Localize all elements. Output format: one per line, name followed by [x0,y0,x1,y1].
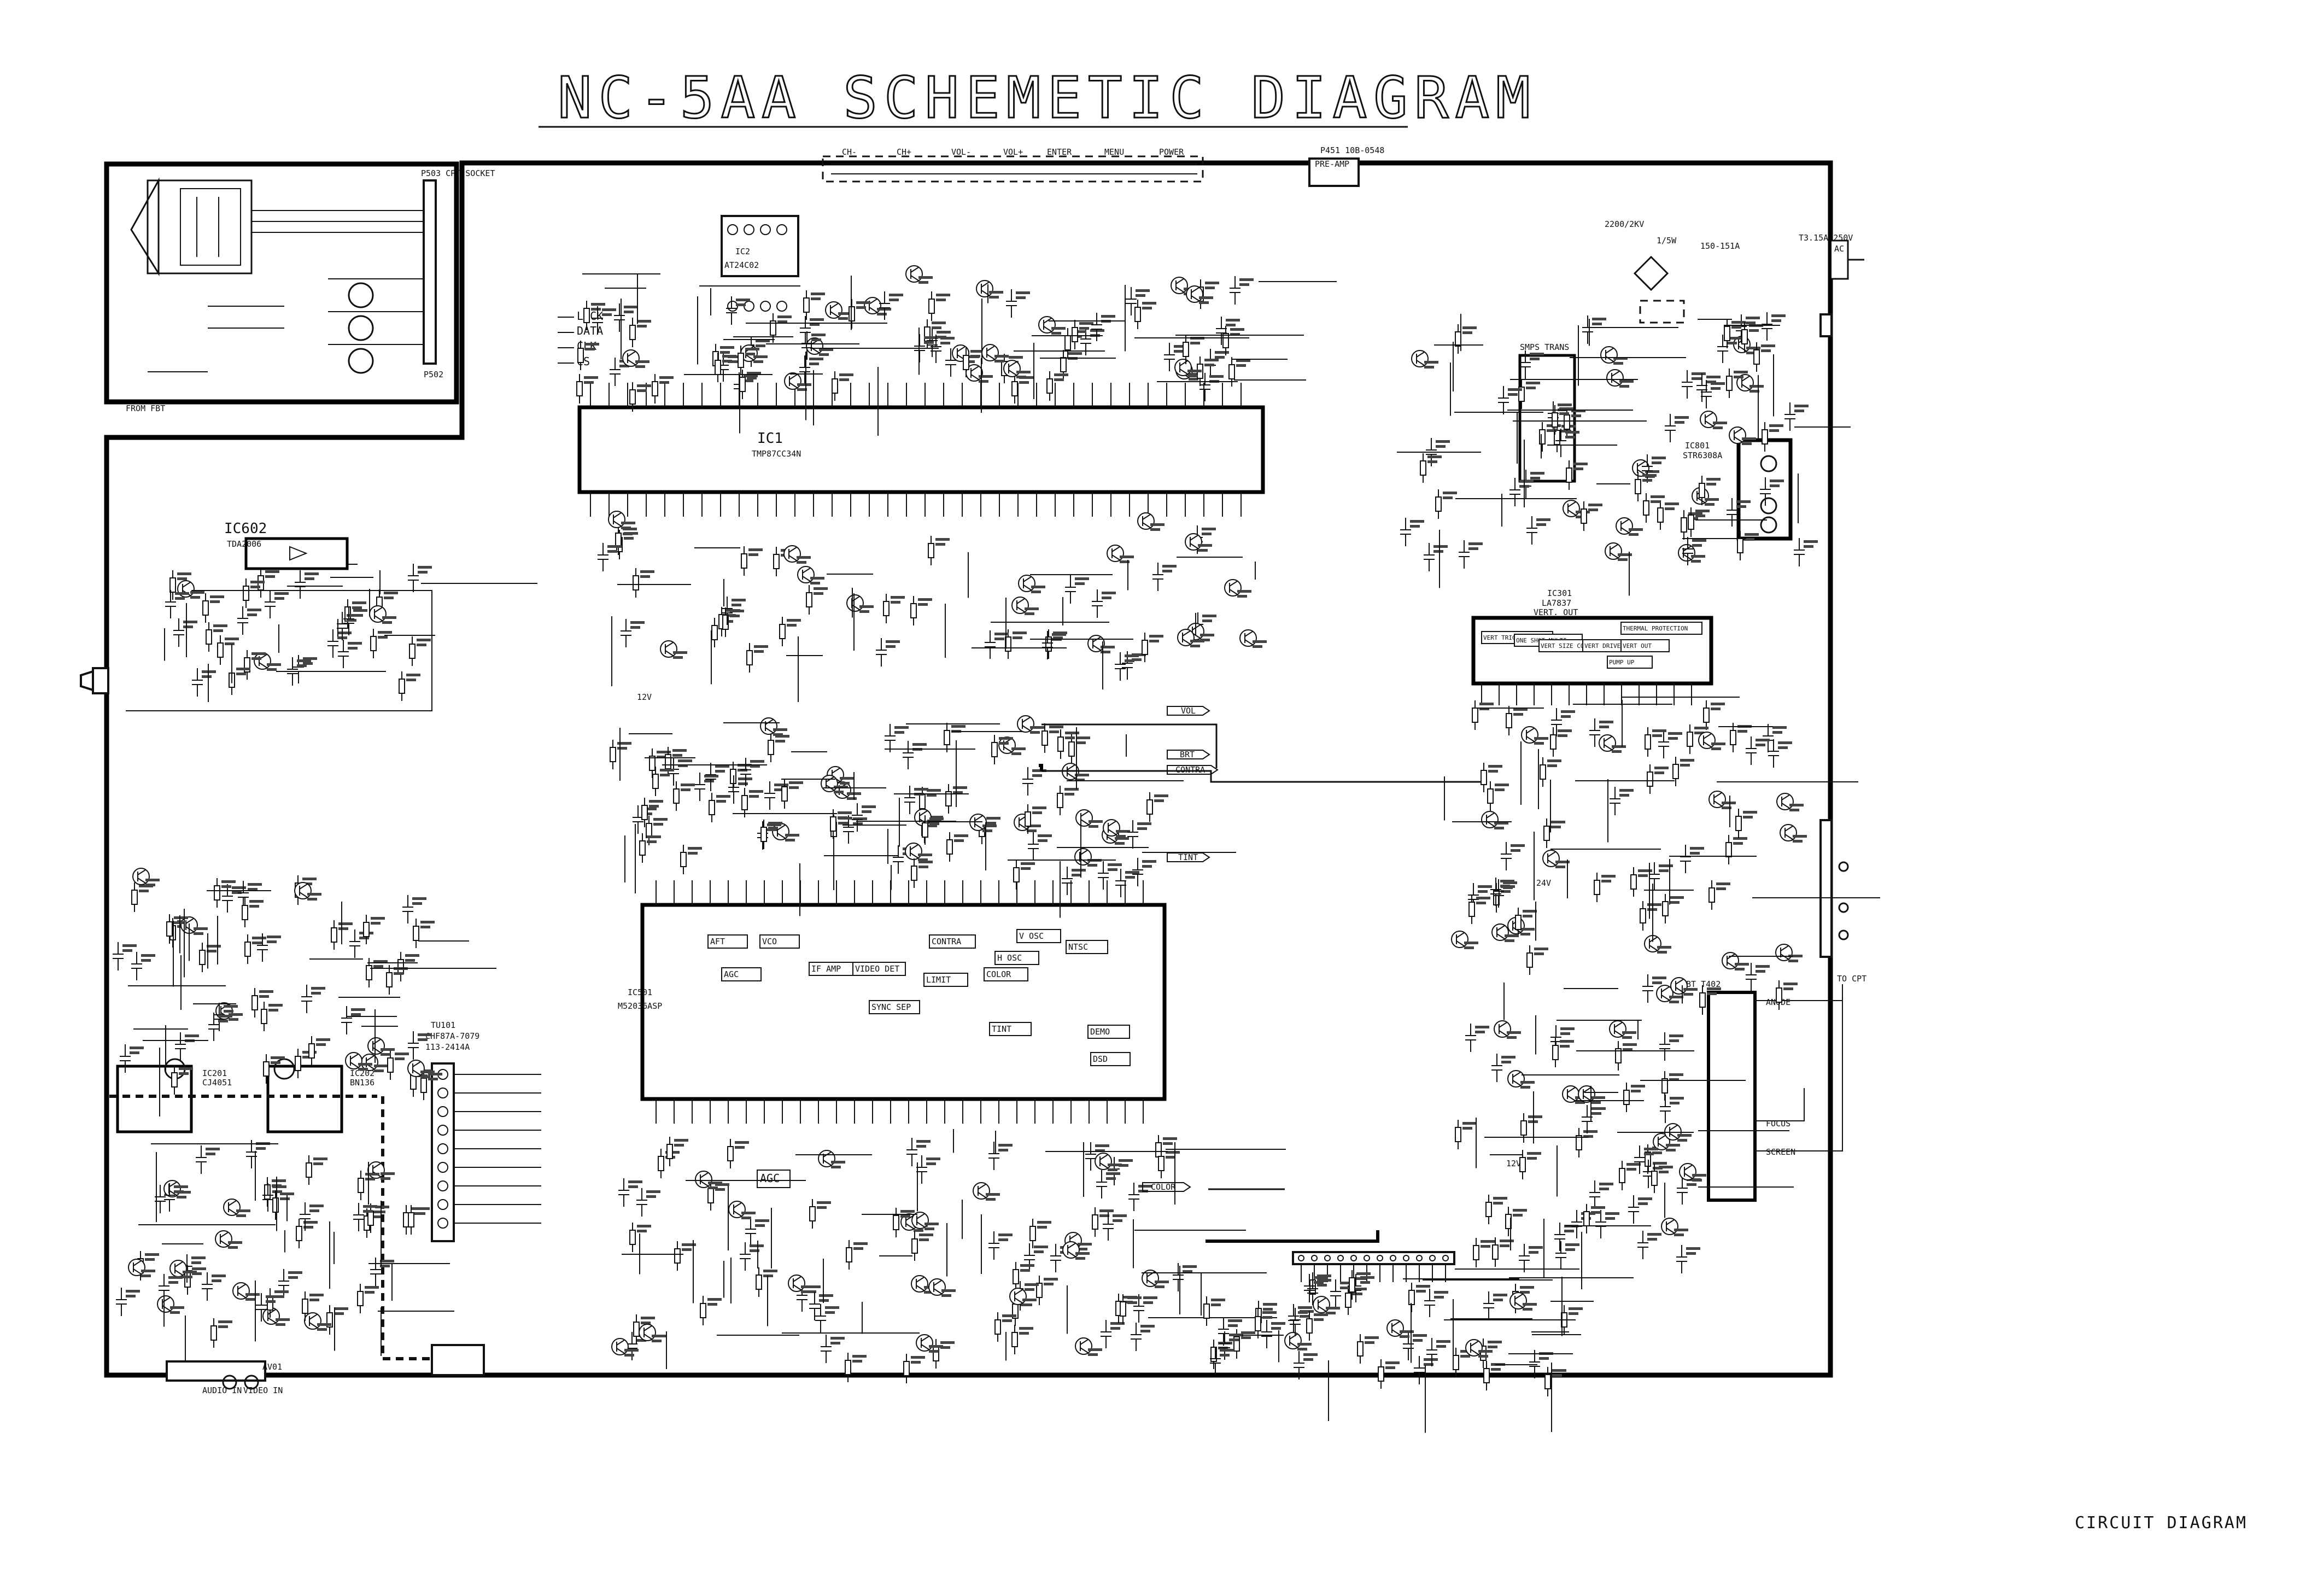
key-power: POWER [1159,147,1184,157]
ic1-mcu: IC1 TMP87CC34N [577,383,1265,517]
ic1-part: TMP87CC34N [752,449,801,459]
signal-12v: 12V [637,692,652,702]
ic501-block-4: AGC [724,969,739,979]
signal-vol: VOL [1181,706,1196,716]
ic301-block-6: THERMAL PROTECTION [1623,625,1688,632]
tuner-tu101: TU101 CHF87A-7079 113-2414A [425,1020,541,1242]
ic501-block-14: NTSC [1068,942,1088,952]
key-vol-up: VOL+ [1003,147,1023,157]
av-switch-section: IC201 CJ4051 IC202 BN136 [109,868,496,1380]
ic501-block-12: CONTRA [932,937,961,946]
ic301-block-5: PUMP UP [1609,659,1635,666]
ic2-name: IC2 [735,247,750,256]
ic501-jungle: IC501 M52036ASP AFT VCO IF AMP VIDEO DET AGC… [618,880,1167,1124]
bus-lock: LOCK [577,309,603,323]
ic501-block-0: AFT [710,937,725,946]
ic2-part: AT24C02 [724,260,759,270]
ic501-block-10: DSD [1093,1054,1108,1064]
ic501-part: M52036ASP [618,1001,662,1011]
ic801-name: IC801 [1685,441,1710,451]
focus-label: FOCUS [1766,1119,1790,1129]
ic801-part: STR6308A [1683,451,1722,460]
key-enter: ENTER [1047,147,1072,157]
audio-in-label: AUDIO IN [202,1385,242,1395]
ic602-audio: IC602 TDA2006 [126,521,432,711]
smps-trans-label: SMPS TRANS [1520,342,1569,352]
signal-color: COLOR [1151,1182,1176,1192]
jungle-periphery-components [610,715,1286,1383]
footer-caption: CIRCUIT DIAGRAM [2075,1513,2248,1533]
c801-value: 2200/2KV [1605,219,1644,229]
key-switch-row: CH- CH+ VOL- VOL+ ENTER MENU POWER [822,147,1204,183]
signal-tint: TINT [1178,852,1198,862]
signal-tags: VOL TINT CONTRA BRT COLOR AGC 12V 12V 24… [637,692,1551,1192]
signal-brt: BRT [1180,750,1195,759]
av01-label: AV01 [262,1362,282,1372]
ic501-block-1: VCO [762,937,777,946]
ic501-block-9: DEMO [1090,1027,1110,1037]
fbt-label: FBT T402 [1681,979,1721,989]
ic301-block-4: VERT OUT [1623,642,1652,650]
preamp-connector: P451 10B-0548 PRE-AMP [1308,145,1384,187]
deflection-section: FBT T402 ANODE FOCUS SCREEN TO CPT [1444,697,1880,1289]
l801-value: 150-151A [1700,241,1740,251]
tu101-part: CHF87A-7079 [425,1031,479,1041]
ic202-part: BN136 [350,1078,375,1088]
ac-label: AC [1834,244,1844,254]
ic201-name: IC201 [202,1068,227,1078]
ic301-sub: VERT. OUT [1534,607,1578,617]
ic301-part: LA7837 [1542,598,1571,608]
fuse-rating: T3.15A/250V [1799,233,1853,243]
video-in-label: VIDEO IN [243,1385,283,1395]
crt-socket-detail: FROM FBT P503 CPT SOCKET P502 [126,168,495,413]
av-input-jacks: AV01 AUDIO IN VIDEO IN [166,1344,485,1395]
signal-rails [1039,723,1487,1243]
tu101-label: TU101 [431,1020,455,1030]
ic501-block-6: H OSC [997,953,1022,963]
ic501-block-7: V OSC [1019,931,1044,941]
main-board-frame [104,160,1833,1378]
key-ch-down: CH- [842,147,857,157]
ic602-part: TDA2006 [227,539,261,549]
preamp-label: PRE-AMP [1315,159,1349,169]
key-vol-down: VOL- [951,147,971,157]
power-supply-section: IC801 STR6308A SMPS TRANS AC T3.15A/250V… [1397,219,1864,596]
ic501-block-8: COLOR [986,969,1011,979]
signal-24v: 24V [1536,878,1551,888]
mcu-periphery-components [164,265,1337,702]
signal-agc: AGC [760,1172,780,1185]
ic301-name: IC301 [1547,588,1572,598]
ic1-name: IC1 [757,430,783,447]
bus-data: DATA [577,324,603,337]
screen-label: SCREEN [1766,1147,1795,1157]
from-fbt-label: FROM FBT [126,404,165,413]
ic501-block-11: LIMIT [926,975,951,985]
tu101-sub: 113-2414A [425,1042,470,1052]
ic501-block-13: TINT [992,1024,1011,1034]
ic301-block-3: VERT DRIVE [1584,642,1620,650]
ic602-name: IC602 [224,521,267,537]
signal-12v-right: 12V [1506,1159,1521,1168]
crt-socket-board [104,161,459,405]
p503-label: P503 CPT SOCKET [421,168,495,178]
p451-label: P451 10B-0548 [1320,145,1384,155]
ic501-name: IC501 [628,987,652,997]
key-ch-up: CH+ [897,147,911,157]
p502-label: P502 [424,370,443,379]
key-menu: MENU [1104,147,1124,157]
ic201-part: CJ4051 [202,1078,232,1088]
bottom-connector-strip [1292,1251,1455,1282]
r801-value: 1/5W [1657,236,1677,245]
ic501-block-3: VIDEO DET [855,964,899,974]
signal-contra: CONTRA [1175,765,1205,775]
diagram-title: NC-5AA SCHEMETIC DIAGRAM [558,65,1537,131]
ic2-eeprom: IC2 AT24C02 [721,215,799,312]
ic501-block-5: SYNC SEP [871,1002,911,1012]
to-cpt-label: TO CPT [1837,974,1866,984]
rgb-drive-components [1201,1268,1634,1433]
ic501-block-2: IF AMP [811,964,841,974]
speaker-icon [80,667,109,694]
